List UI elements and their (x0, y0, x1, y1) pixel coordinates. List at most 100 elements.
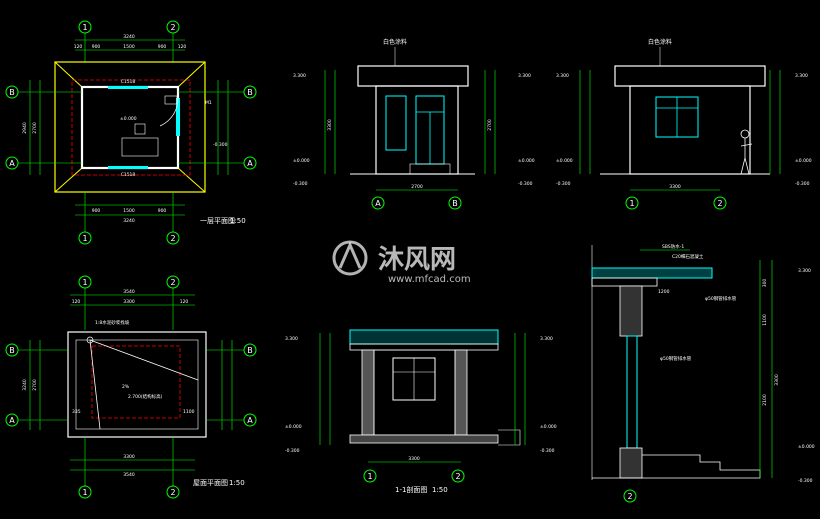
elevation-1-2: 白色涂料 3.300 ±0.000 -0.300 3.300 ±0.000 -0… (556, 38, 812, 210)
elevation-a-b: 白色涂料 3.300 ±0.000 -0.300 3.300 ±0.000 -0… (293, 38, 535, 210)
svg-text:3300: 3300 (408, 456, 420, 462)
dim-seg: 900 (92, 44, 101, 50)
svg-text:120: 120 (72, 299, 81, 305)
axis-label: 1 (82, 23, 87, 32)
person-figure (740, 129, 750, 139)
svg-text:1: 1 (82, 278, 87, 287)
axis-label: 2 (170, 23, 175, 32)
dim-left: 335 (72, 409, 81, 415)
svg-text:φ50钢管排水管: φ50钢管排水管 (660, 355, 692, 362)
svg-text:±0.000: ±0.000 (293, 158, 310, 164)
svg-text:A: A (247, 416, 253, 425)
svg-text:3.300: 3.300 (285, 336, 298, 342)
window-bottom (108, 166, 148, 169)
svg-text:B: B (9, 346, 15, 355)
elev-note: 白色涂料 (383, 38, 407, 46)
svg-text:-0.300: -0.300 (285, 448, 300, 454)
dim-seg: 1500 (123, 44, 135, 50)
svg-text:-0.300: -0.300 (798, 478, 813, 484)
roof-plan: 1 2 3540 3300 120 120 2% 2.700(结构标高) 1:8… (5, 275, 257, 499)
svg-text:2: 2 (170, 488, 175, 497)
section-roof (349, 329, 499, 345)
svg-text:900: 900 (158, 208, 167, 214)
detail-roof (591, 267, 713, 279)
svg-text:±0.000: ±0.000 (518, 158, 535, 164)
watermark: 沐风网 www.mfcad.com (332, 240, 471, 285)
plan-title: 一层平面图 (200, 217, 235, 225)
svg-text:2: 2 (717, 199, 722, 208)
axis-label: A (9, 159, 15, 168)
drain-note: 2.700(结构标高) (128, 393, 163, 400)
dim-edge: 120 (74, 44, 83, 50)
svg-text:A: A (375, 199, 381, 208)
svg-text:±0.000: ±0.000 (285, 424, 302, 430)
svg-text:300: 300 (762, 279, 768, 288)
svg-text:-0.300: -0.300 (795, 181, 810, 187)
svg-text:A: A (9, 416, 15, 425)
svg-text:1: 1 (82, 488, 87, 497)
window-top (108, 86, 148, 89)
svg-text:±0.000: ±0.000 (798, 444, 815, 450)
roof-slab (357, 65, 469, 87)
svg-text:3.300: 3.300 (293, 73, 306, 79)
wall (375, 85, 459, 175)
svg-text:3300: 3300 (327, 119, 333, 131)
chair (134, 123, 146, 135)
axis-label: B (9, 88, 15, 97)
right-level: -0.300 (213, 142, 228, 148)
svg-text:1: 1 (367, 472, 372, 481)
door-tag: M1 (205, 100, 212, 106)
svg-text:1: 1 (629, 199, 634, 208)
section-title: 1-1剖面图 (395, 485, 427, 494)
svg-text:3240: 3240 (22, 379, 28, 391)
svg-text:白色涂料: 白色涂料 (648, 38, 672, 46)
desk (121, 137, 159, 157)
svg-text:3.300: 3.300 (556, 73, 569, 79)
roof-plan-title: 屋面平面图 (193, 479, 228, 487)
dim-total: 3240 (123, 34, 135, 40)
door-opening (176, 98, 180, 136)
svg-text:1200: 1200 (658, 289, 670, 295)
window (385, 95, 407, 151)
svg-text:A: A (247, 159, 253, 168)
svg-text:±0.000: ±0.000 (795, 158, 812, 164)
section-wall-left (361, 349, 375, 436)
brand-url: www.mfcad.com (388, 274, 471, 285)
section-wall-right (454, 349, 468, 436)
svg-text:3300: 3300 (774, 374, 780, 386)
dim-right: 1100 (183, 409, 195, 415)
brand-name: 沐风网 (378, 245, 456, 275)
svg-text:-0.300: -0.300 (556, 181, 571, 187)
plan-scale: 1:50 (230, 217, 246, 225)
elev-level: ±0.000 (120, 116, 137, 122)
svg-text:2: 2 (170, 278, 175, 287)
window-tag: C1518 (121, 79, 136, 85)
svg-text:900: 900 (92, 208, 101, 214)
svg-text:120: 120 (180, 299, 189, 305)
dim-left-inner: 2700 (32, 122, 38, 134)
svg-text:B: B (452, 199, 458, 208)
svg-text:2700: 2700 (487, 119, 493, 131)
svg-text:B: B (247, 88, 253, 97)
svg-text:C20细石混凝土: C20细石混凝土 (672, 253, 704, 260)
svg-text:3240: 3240 (123, 218, 135, 224)
section-1-1: 3.300 ±0.000 -0.300 3.300 ±0.000 -0.300 … (285, 329, 557, 494)
svg-text:3.300: 3.300 (798, 268, 811, 274)
roof-slope: 2% (122, 384, 130, 390)
svg-text:1500: 1500 (123, 208, 135, 214)
roof-outline (54, 61, 206, 193)
section-scale: 1:50 (432, 486, 448, 494)
svg-text:3.300: 3.300 (540, 336, 553, 342)
svg-text:3540: 3540 (123, 472, 135, 478)
svg-text:±0.000: ±0.000 (540, 424, 557, 430)
svg-text:3.300: 3.300 (795, 73, 808, 79)
dim-seg: 900 (158, 44, 167, 50)
svg-text:2700: 2700 (411, 184, 423, 190)
roof-slab (614, 65, 766, 87)
roof-edge (67, 331, 207, 438)
svg-text:2: 2 (627, 492, 632, 501)
svg-text:-0.300: -0.300 (540, 448, 555, 454)
svg-text:3300: 3300 (123, 299, 135, 305)
svg-text:3.300: 3.300 (518, 73, 531, 79)
